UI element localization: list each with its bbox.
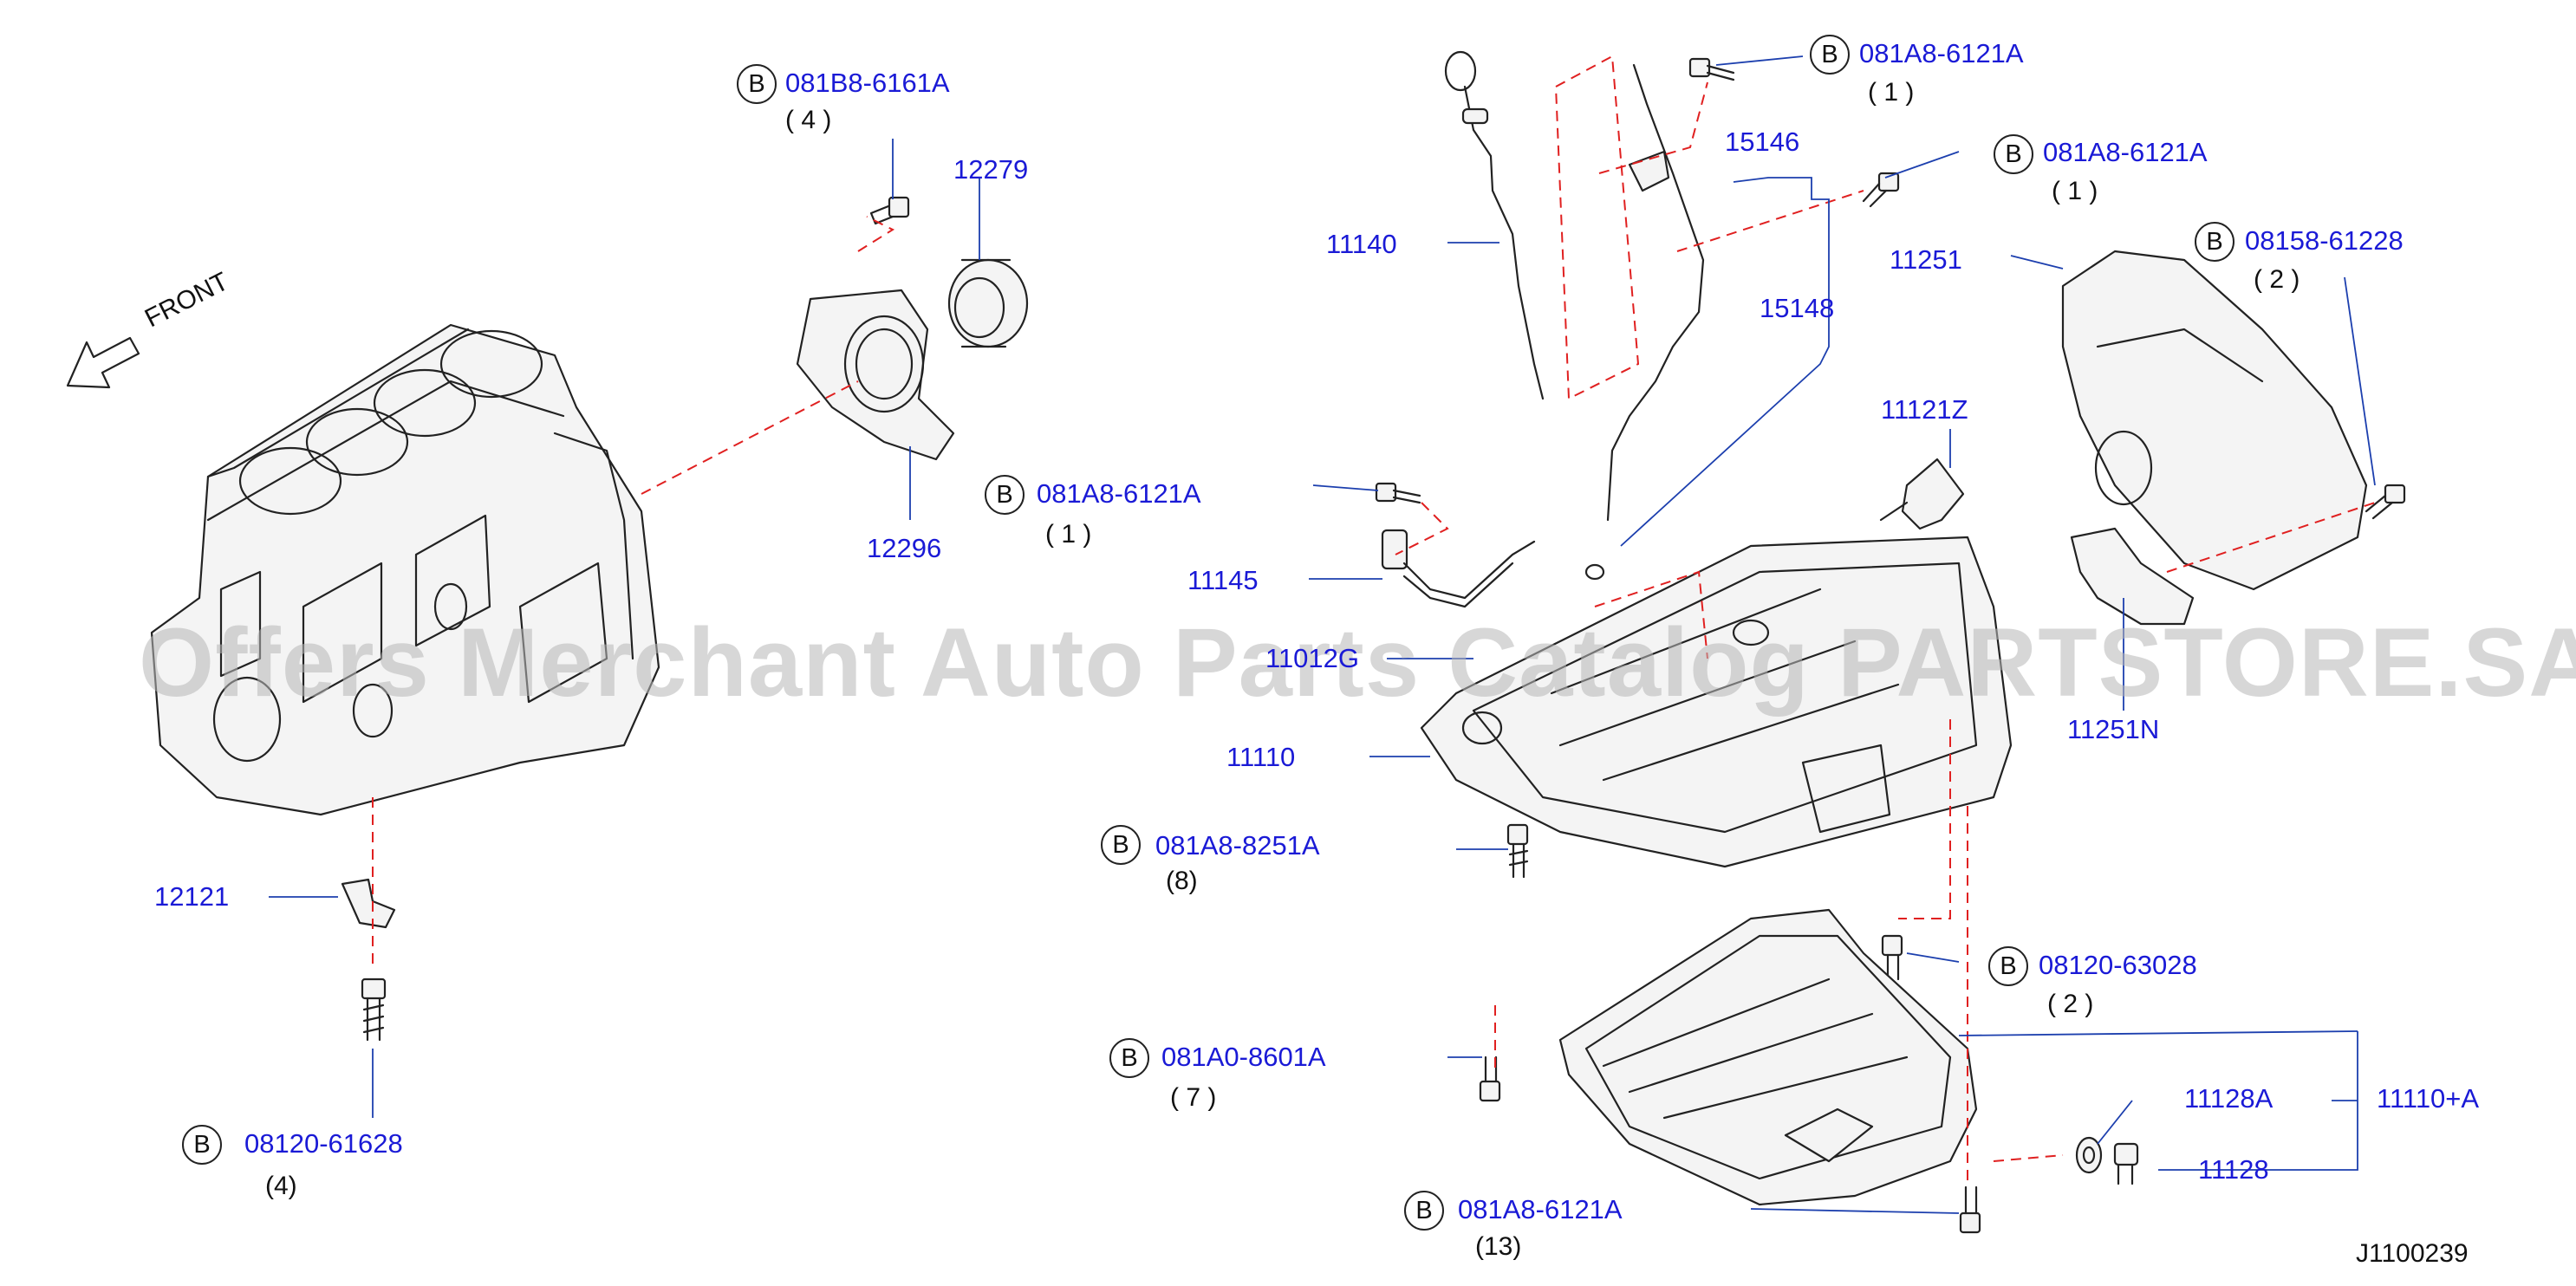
bolt-symbol: B	[1101, 825, 1141, 865]
diagram-id: J1100239	[2356, 1239, 2469, 1268]
bolt-symbol: B	[182, 1125, 222, 1165]
bolt-symbol: B	[1404, 1191, 1444, 1231]
qty-08120-63028: ( 2 )	[2047, 990, 2094, 1018]
part-label-081A0-8601A[interactable]: 081A0-8601A	[1161, 1042, 1326, 1072]
part-label-081B8-6161A[interactable]: 081B8-6161A	[785, 68, 950, 98]
bolt-081A0-8601A-icon	[1479, 1055, 1501, 1102]
part-label-12121[interactable]: 12121	[154, 881, 230, 912]
front-arrow-icon	[66, 336, 140, 389]
bolt-symbol: B	[737, 64, 777, 104]
part-label-08120-61628[interactable]: 08120-61628	[244, 1128, 403, 1159]
bolt-symbol: B	[1810, 35, 1850, 75]
part-label-11140[interactable]: 11140	[1326, 229, 1397, 259]
seal-bolt-icon	[869, 196, 910, 225]
part-label-08120-63028[interactable]: 08120-63028	[2039, 950, 2197, 980]
part-label-081A8-6121A-mid[interactable]: 081A8-6121A	[1037, 478, 1201, 509]
part-label-11110A[interactable]: 11110+A	[2377, 1083, 2480, 1114]
qty-081A8-8251A: (8)	[1166, 867, 1198, 895]
qty-081A8-6121A-2: ( 1 )	[2052, 177, 2098, 205]
part-label-081A8-6121A-2[interactable]: 081A8-6121A	[2043, 137, 2208, 167]
qty-081A8-6121A-mid: ( 1 )	[1045, 520, 1092, 549]
part-label-11145[interactable]: 11145	[1187, 565, 1259, 595]
part-label-081A8-6121A-top[interactable]: 081A8-6121A	[1859, 38, 2024, 68]
part-label-11012G[interactable]: 11012G	[1265, 643, 1360, 673]
bolt-081A8-6121A-top-icon	[1688, 57, 1735, 81]
part-label-15148[interactable]: 15148	[1760, 293, 1835, 323]
bolt-081A8-6121A-2-icon	[1862, 172, 1900, 208]
part-label-11251N[interactable]: 11251N	[2067, 714, 2160, 744]
bolt-081A8-8251A-icon	[1506, 823, 1529, 879]
part-label-11128[interactable]: 11128	[2198, 1154, 2269, 1185]
assembly-guides	[372, 55, 2376, 1187]
oil-pan-lower	[1558, 908, 1978, 1206]
qty-081B8-6161A: ( 4 )	[785, 106, 832, 134]
bolt-081A8-6121A-bot-icon	[1959, 1185, 1981, 1234]
oil-pan-upper-11110	[1420, 536, 2013, 868]
part-label-081A8-8251A[interactable]: 081A8-8251A	[1155, 830, 1320, 861]
part-label-12279[interactable]: 12279	[953, 154, 1029, 185]
bolt-symbol: B	[1994, 134, 2033, 174]
watermark: Offers Merchant Auto Parts Catalog PARTS…	[139, 608, 2576, 717]
rear-plate-11251	[2061, 250, 2368, 591]
bolt-symbol: B	[1988, 946, 2028, 986]
rear-oil-seal	[947, 258, 1029, 348]
qty-08158-61228: ( 2 )	[2254, 265, 2300, 294]
leader-lines	[269, 55, 2376, 1214]
part-label-08158-61228[interactable]: 08158-61228	[2245, 225, 2404, 256]
tube-11145	[1381, 529, 1536, 608]
qty-081A8-6121A-top: ( 1 )	[1868, 78, 1915, 107]
qty-081A8-6121A-bot: (13)	[1475, 1232, 1522, 1261]
rear-cover-11251N	[2070, 527, 2195, 626]
part-label-11110[interactable]: 11110	[1226, 742, 1296, 772]
bolt-08120-61628-icon	[361, 977, 387, 1042]
part-label-12296[interactable]: 12296	[867, 533, 942, 563]
dipstick-guide-15146	[1584, 63, 1705, 581]
part-label-11121Z[interactable]: 11121Z	[1881, 394, 1968, 425]
bolt-symbol: B	[2195, 222, 2234, 262]
part-label-081A8-6121A-bot[interactable]: 081A8-6121A	[1458, 1194, 1623, 1224]
drain-plug-11128	[2113, 1142, 2139, 1185]
cylinder-block	[150, 323, 660, 816]
bolt-symbol: B	[985, 475, 1025, 515]
bolt-symbol: B	[1109, 1038, 1149, 1078]
part-label-11251[interactable]: 11251	[1890, 244, 1962, 275]
dipstick-11140	[1444, 50, 1545, 400]
qty-08120-61628: (4)	[265, 1172, 297, 1200]
part-label-15146[interactable]: 15146	[1725, 127, 1800, 157]
part-label-11128A[interactable]: 11128A	[2184, 1083, 2274, 1114]
rear-oil-seal-retainer	[796, 289, 955, 461]
bolt-08158-61228-icon	[2365, 484, 2406, 520]
qty-081A0-8601A: ( 7 )	[1170, 1083, 1217, 1112]
liquid-gasket-tube-11121Z	[1879, 458, 1965, 530]
bolt-081A8-6121A-mid-icon	[1375, 482, 1421, 504]
bracket-12121	[341, 878, 396, 929]
washer-11128A	[2075, 1136, 2103, 1174]
